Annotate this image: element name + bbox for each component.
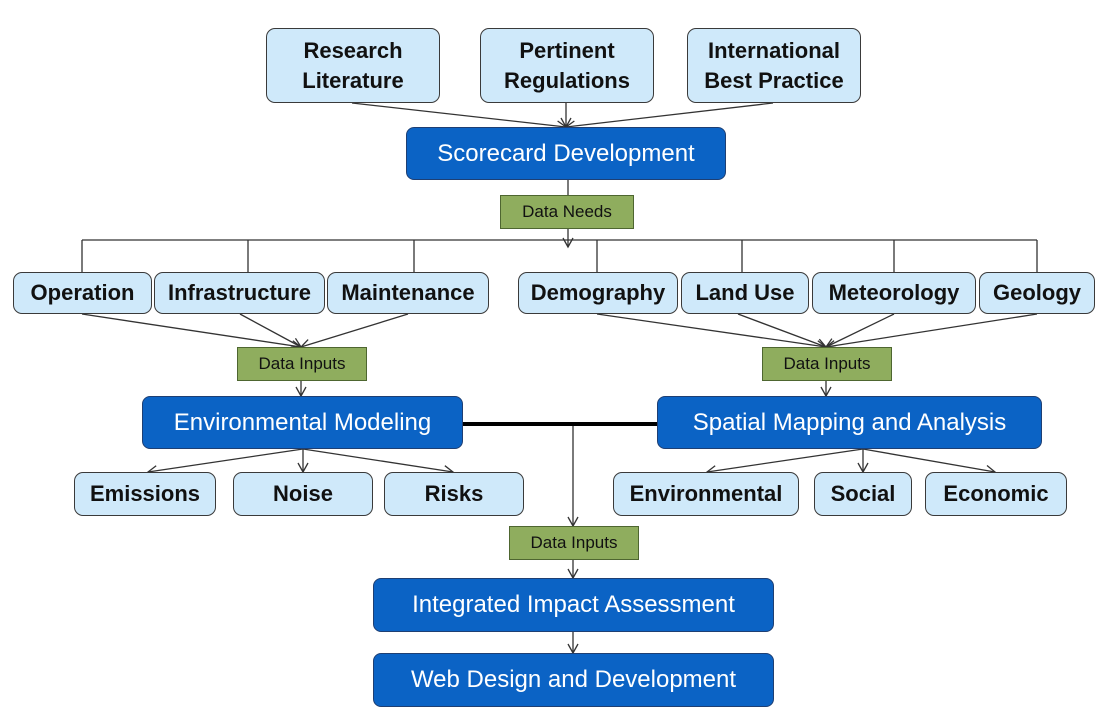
arrow-spatial-to-economic [862, 448, 997, 476]
node-meteorology: Meteorology [812, 272, 976, 314]
node-environmental: Environmental [613, 472, 799, 516]
label-data-inputs-left: Data Inputs [237, 347, 367, 381]
node-economic: Economic [925, 472, 1067, 516]
arrow-geology-to-datainputs [824, 313, 1038, 352]
arrow-landuse-to-datainputs [737, 313, 828, 350]
label-data-needs: Data Needs [500, 195, 634, 229]
arrow-demography-to-datainputs [596, 313, 828, 352]
arrow-meteorology-to-datainputs [824, 313, 895, 349]
node-social: Social [814, 472, 912, 516]
node-risks: Risks [384, 472, 524, 516]
arrow-research-to-scorecard [351, 102, 568, 132]
node-operation: Operation [13, 272, 152, 314]
arrow-bestpractice-to-scorecard [564, 102, 774, 132]
label-data-inputs-bottom: Data Inputs [509, 526, 639, 560]
label-data-inputs-right: Data Inputs [762, 347, 892, 381]
node-land-use: Land Use [681, 272, 809, 314]
arrow-infrastructure-to-datainputs [239, 313, 303, 348]
arrow-envmodeling-to-emissions [146, 448, 304, 477]
arrow-operation-to-datainputs [81, 313, 303, 352]
node-infrastructure: Infrastructure [154, 272, 325, 314]
arrow-envmodeling-to-risks [302, 448, 455, 477]
node-maintenance: Maintenance [327, 272, 489, 314]
node-emissions: Emissions [74, 472, 216, 516]
arrow-maintenance-to-datainputs [299, 313, 409, 350]
node-geology: Geology [979, 272, 1095, 314]
node-international-best-practice: International Best Practice [687, 28, 861, 103]
node-environmental-modeling: Environmental Modeling [142, 396, 463, 449]
node-scorecard-development: Scorecard Development [406, 127, 726, 180]
node-spatial-mapping-analysis: Spatial Mapping and Analysis [657, 396, 1042, 449]
node-pertinent-regulations: Pertinent Regulations [480, 28, 654, 103]
node-research-literature: Research Literature [266, 28, 440, 103]
node-integrated-impact-assessment: Integrated Impact Assessment [373, 578, 774, 632]
arrow-spatial-to-environmental [705, 448, 864, 477]
node-web-design-development: Web Design and Development [373, 653, 774, 707]
node-noise: Noise [233, 472, 373, 516]
node-demography: Demography [518, 272, 678, 314]
